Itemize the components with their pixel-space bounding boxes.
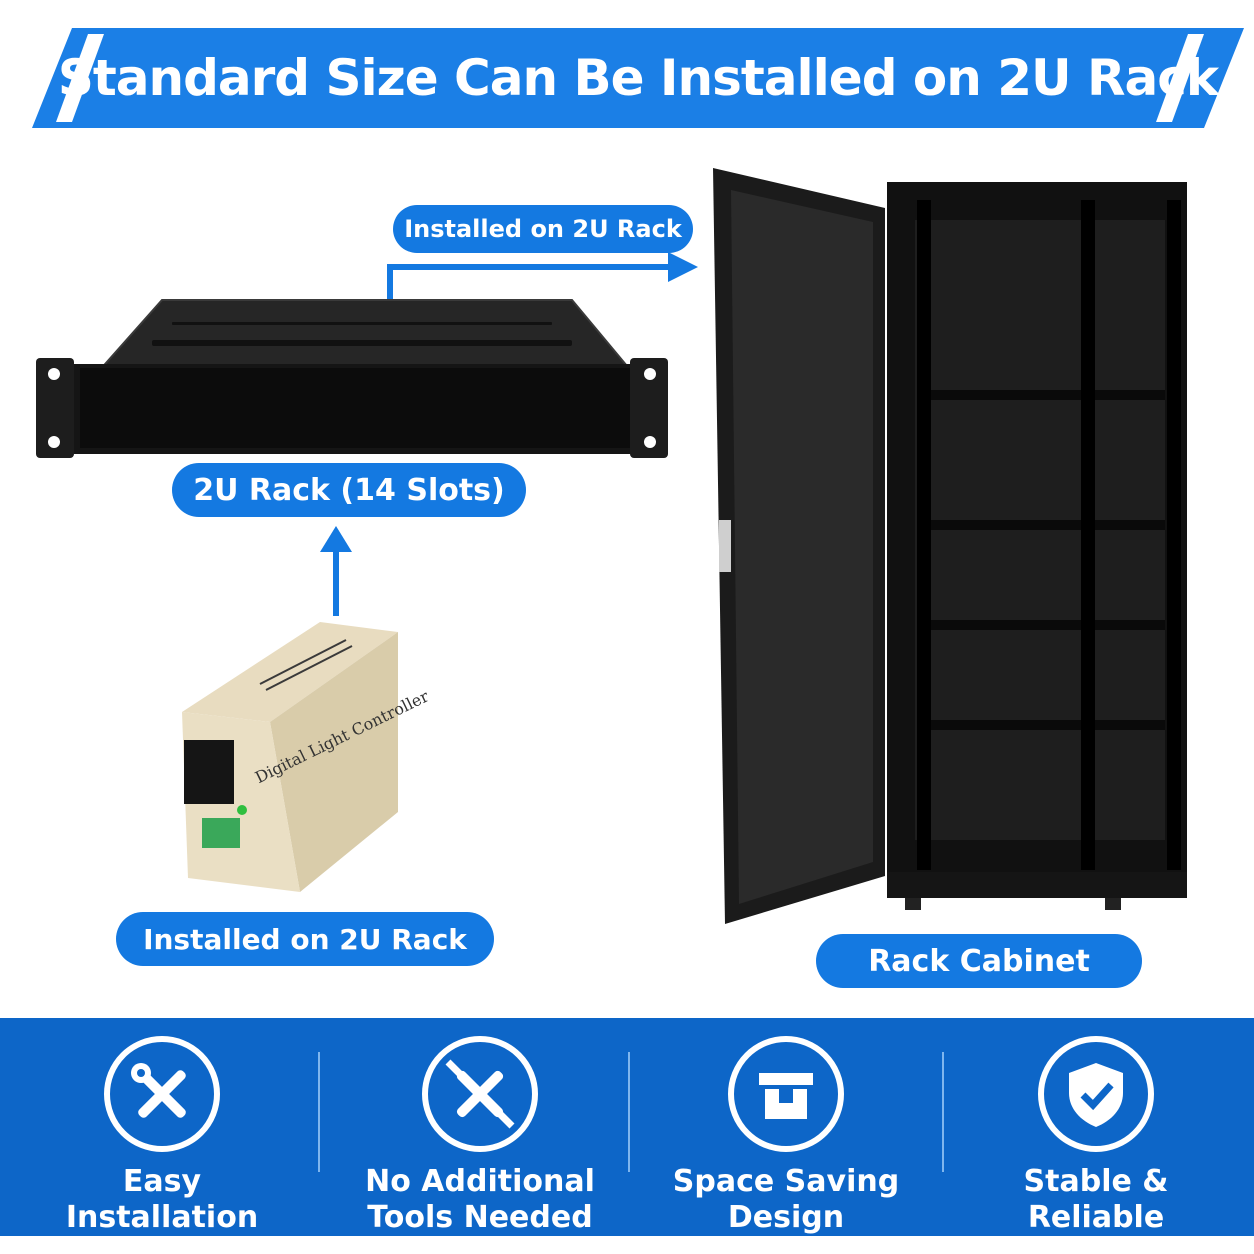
no-tools-icon <box>422 1036 538 1152</box>
arrow-to-cabinet-icon <box>387 252 698 300</box>
feature-space-saving: Space Saving Design <box>636 1036 936 1236</box>
shield-check-icon <box>1038 1036 1154 1152</box>
banner-shape <box>32 28 1244 128</box>
feature-divider <box>628 1052 630 1172</box>
feature-divider <box>318 1052 320 1172</box>
feature-easy-installation: Easy Installation <box>12 1036 312 1236</box>
rack-label: 2U Rack (14 Slots) <box>172 463 526 517</box>
page-title: Standard Size Can Be Installed on 2U Rac… <box>57 49 1219 107</box>
arrow-up-icon <box>320 526 352 616</box>
features-band: Easy Installation No Additional Tools Ne… <box>0 1018 1254 1236</box>
controller-label: Installed on 2U Rack <box>116 912 494 966</box>
compact-box-icon <box>728 1036 844 1152</box>
rack-cabinet-image <box>713 168 1187 924</box>
feature-label: No Additional Tools Needed <box>365 1164 595 1235</box>
header-banner: Standard Size Can Be Installed on 2U Rac… <box>32 28 1244 128</box>
top-arrow-label: Installed on 2U Rack <box>393 205 693 253</box>
feature-stable-reliable: Stable & Reliable <box>946 1036 1246 1236</box>
feature-no-tools: No Additional Tools Needed <box>330 1036 630 1236</box>
controller-module-image <box>182 622 398 892</box>
rack-device-image <box>36 299 668 458</box>
wrench-screwdriver-icon <box>104 1036 220 1152</box>
feature-label: Space Saving Design <box>672 1164 900 1235</box>
feature-label: Stable & Reliable <box>1023 1164 1169 1235</box>
feature-label: Easy Installation <box>65 1164 259 1235</box>
feature-divider <box>942 1052 944 1172</box>
cabinet-label: Rack Cabinet <box>816 934 1142 988</box>
